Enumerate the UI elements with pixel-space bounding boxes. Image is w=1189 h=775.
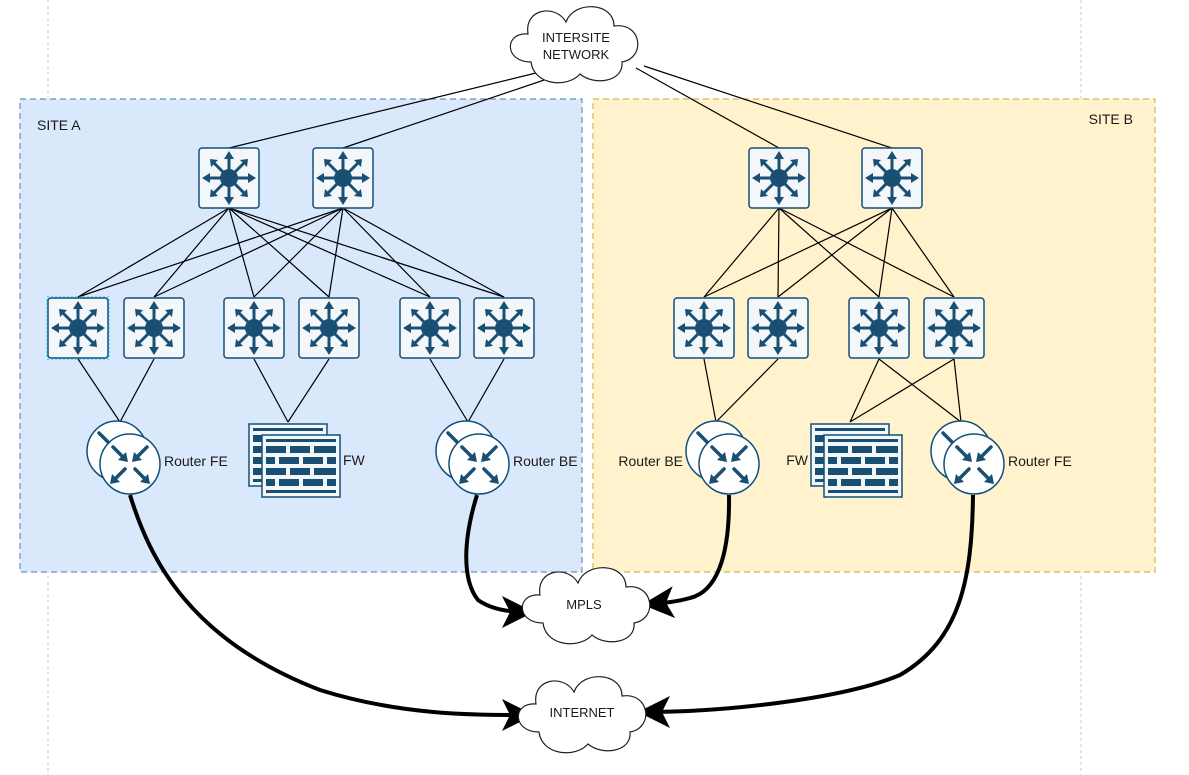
switch-icon <box>747 146 811 210</box>
site-a-dist-switch-4[interactable] <box>297 296 361 360</box>
site-a-router-be-label: Router BE <box>513 453 578 469</box>
site-b-router-fe[interactable]: Router FE <box>931 421 1072 494</box>
site-a-dist-switch-3[interactable] <box>222 296 286 360</box>
site-b-router-fe-label: Router FE <box>1008 453 1072 469</box>
site-a-dist-switch-1[interactable] <box>46 296 110 360</box>
site-a-router-fe[interactable]: Router FE <box>87 421 228 494</box>
site-b-dist-switch-4[interactable] <box>922 296 986 360</box>
switch-icon <box>860 146 924 210</box>
site-b-dist-switch-2[interactable] <box>746 296 810 360</box>
site-a-router-be[interactable]: Router BE <box>436 421 578 494</box>
switch-icon <box>922 296 986 360</box>
wan-links <box>128 494 975 731</box>
switch-icon <box>672 296 736 360</box>
intersite-cloud-label-line2: NETWORK <box>543 47 610 62</box>
site-b-label: SITE B <box>1089 111 1133 127</box>
site-b-core-switch-1[interactable] <box>747 146 811 210</box>
switch-icon <box>46 296 110 360</box>
switch-icon <box>472 296 536 360</box>
intersite-cloud-label-line1: INTERSITE <box>542 30 610 45</box>
site-a-router-fe-label: Router FE <box>164 453 228 469</box>
firewall-icon <box>261 434 341 498</box>
switch-icon <box>746 296 810 360</box>
switch-icon <box>297 296 361 360</box>
site-a-core-switch-2[interactable] <box>311 146 375 210</box>
switch-icon <box>398 296 462 360</box>
switch-icon <box>222 296 286 360</box>
firewall-icon <box>823 434 903 498</box>
selection-outline <box>46 296 110 360</box>
links <box>77 65 962 423</box>
switch-icon <box>122 296 186 360</box>
site-b-dist-switch-1[interactable] <box>672 296 736 360</box>
site-a-dist-switch-6[interactable] <box>472 296 536 360</box>
mpls-cloud[interactable]: MPLS <box>521 567 651 645</box>
switch-icon <box>311 146 375 210</box>
site-a-firewall[interactable]: FW <box>248 423 366 498</box>
mpls-cloud-label: MPLS <box>566 597 602 612</box>
site-a-label: SITE A <box>37 117 81 133</box>
switch-icon <box>197 146 261 210</box>
internet-cloud[interactable]: INTERNET <box>517 676 647 754</box>
intersite-network-cloud[interactable]: INTERSITE NETWORK <box>509 6 639 84</box>
site-a-dist-switch-5[interactable] <box>398 296 462 360</box>
site-b-router-be-label: Router BE <box>618 453 683 469</box>
site-a-firewall-label: FW <box>343 452 366 468</box>
site-b-core-switch-2[interactable] <box>860 146 924 210</box>
switch-icon <box>847 296 911 360</box>
site-a-dist-switch-2[interactable] <box>122 296 186 360</box>
internet-cloud-label: INTERNET <box>550 705 615 720</box>
site-b-router-be[interactable]: Router BE <box>618 421 759 494</box>
site-b-firewall-label: FW <box>786 452 809 468</box>
site-a-core-switch-1[interactable] <box>197 146 261 210</box>
site-b-dist-switch-3[interactable] <box>847 296 911 360</box>
site-b-firewall[interactable]: FW <box>786 423 903 498</box>
